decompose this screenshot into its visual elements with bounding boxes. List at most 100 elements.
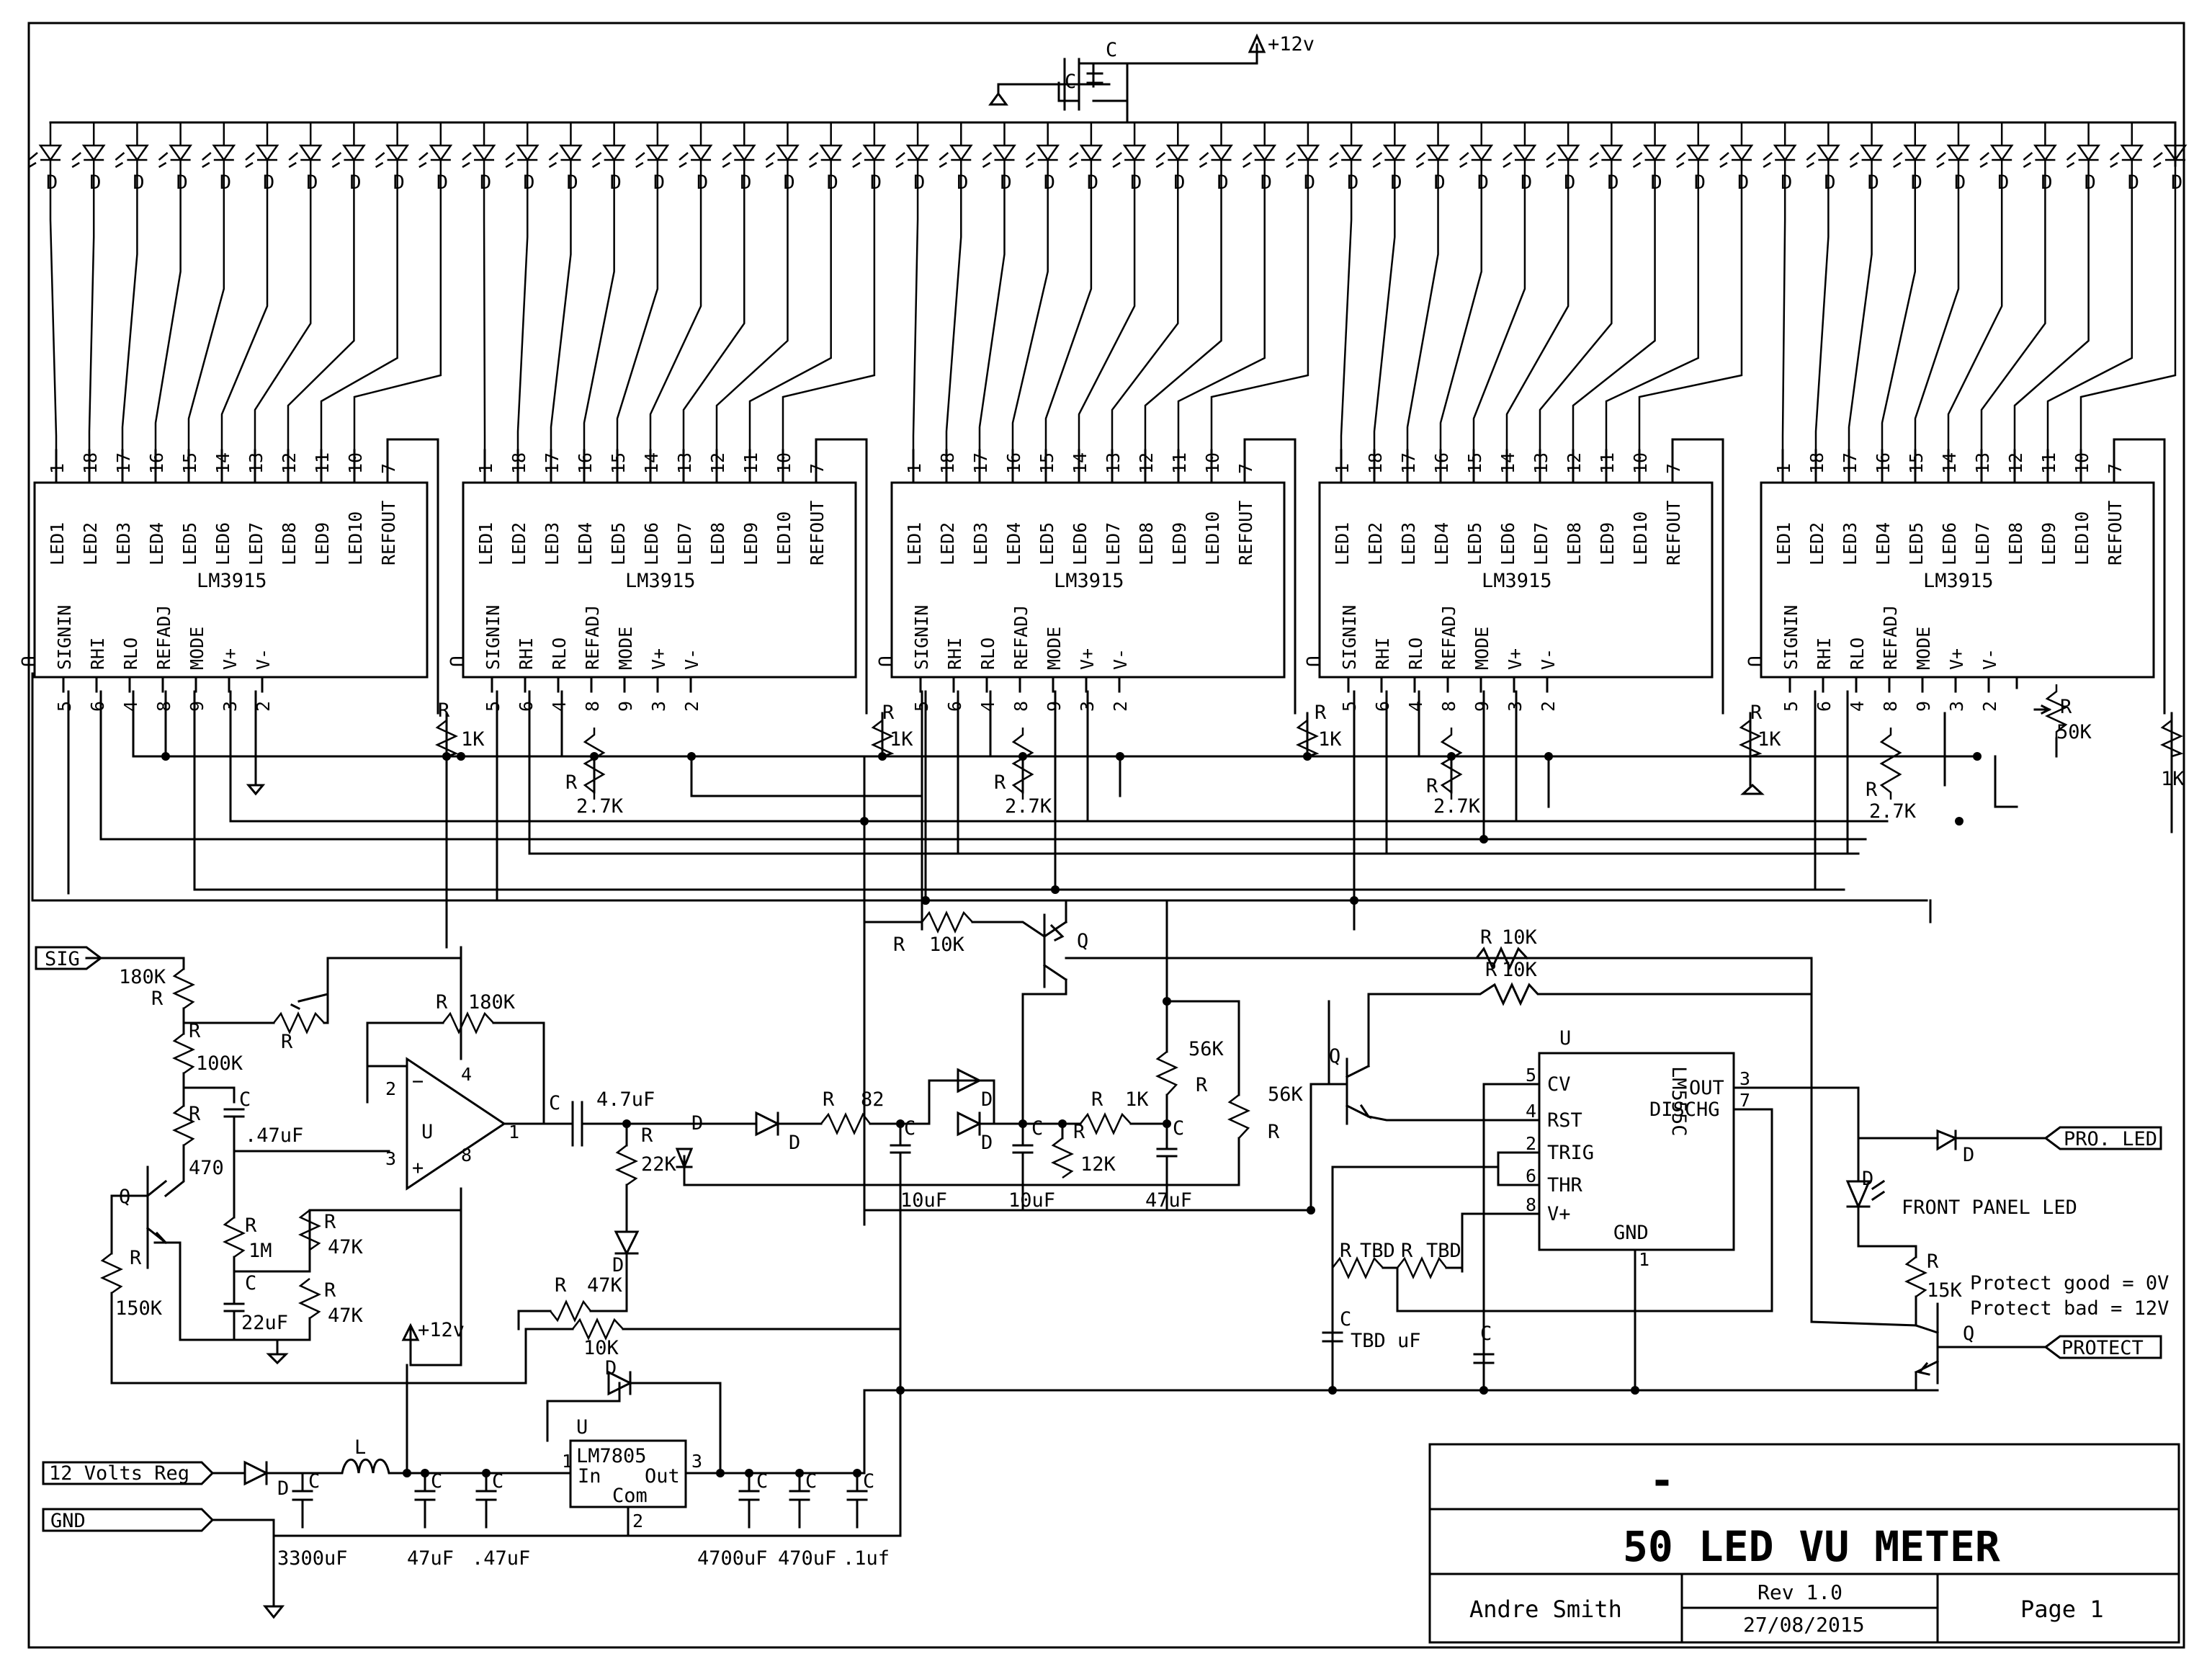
r1k-val: 1K [1125,1088,1149,1111]
lm3915-pin-num: 13 [1103,452,1124,474]
lm3915-pin-num: 10 [1630,452,1651,474]
lm3915-pin-name: LED10 [774,511,794,565]
lm3915-pin-num: 10 [774,452,794,474]
lm3915-pin-num: 9 [1472,701,1492,712]
c3300-val: 3300uF [277,1547,348,1570]
lm3915-pin-name: LED10 [1202,511,1223,565]
lm3915-pin-num: 11 [740,452,761,474]
r22k-des: R [641,1124,653,1147]
c01-val: .1uf [843,1547,890,1570]
led-des-25: D [1087,171,1098,194]
led-des-19: D [827,171,838,194]
lm3915-pin-num: 2 [253,701,274,712]
lm3915-pin-num: 12 [2005,452,2026,474]
r180k-des: R [151,988,164,1010]
led-33: D [1415,122,1450,194]
lm3915-pin-name: LED6 [1497,522,1518,565]
r47k-c-val: 47K [587,1274,623,1297]
lm3915-pin-num: 15 [1464,452,1485,474]
lm3915-pin-name: LED3 [970,522,991,565]
led-16: D [679,122,713,194]
lm3915-pin-name: LED4 [1431,522,1452,565]
lm3915-pin-name: SIGNIN [483,605,503,670]
lm3915-pin-name: RHI [87,638,108,670]
lm3915-pin-name: LED9 [740,522,761,565]
led-des-43: D [1868,171,1879,194]
r56k-des: R [1196,1074,1208,1096]
title-block: - 50 LED VU METER Andre Smith Rev 1.0 27… [1428,1443,2180,1644]
pot-50k: R 50K [2015,676,2092,758]
r22k-val: 22K [641,1153,677,1176]
led-des-50: D [2171,171,2182,194]
led-26: D [1112,122,1147,194]
led-des-42: D [1824,171,1835,194]
lm3915-pin-name: LED4 [1003,522,1024,565]
timer-pin-name: OUT [1689,1077,1724,1099]
led-des-23: D [1000,171,1011,194]
top-decoupling: C C +12v [988,33,1315,124]
led-des-34: D [1477,171,1489,194]
timer-pin-name: CV [1547,1073,1571,1096]
lm3915-pin-name: LED8 [1136,522,1157,565]
q-upper-des: Q [1077,930,1088,952]
lm3915-pin-num: 6 [87,701,108,712]
lm3915-pin-num: 5 [54,701,75,712]
lm3915-pin-num: 16 [1003,452,1024,474]
r150k-val: 150K [115,1297,163,1320]
lm3915-pin-name: LED1 [1332,522,1353,565]
c01-des: C [863,1470,874,1493]
led-des-41: D [1781,171,1792,194]
lm3915-pin-name: LED9 [2038,522,2059,565]
lm3915-pin-num: 14 [1070,452,1091,474]
lm3915-pin-name: SIGNIN [911,605,932,670]
lm3915-pin-name: V+ [1077,648,1098,670]
led-des-36: D [1564,171,1575,194]
doc-number: - [1649,1456,1675,1505]
lm3915-pin-name: LED5 [608,522,629,565]
led-des-39: D [1694,171,1706,194]
refout-resistors: R 1K R 1K R 1K R 1K 1K [435,699,2185,790]
lm3915-name: LM3915 [1923,570,1994,592]
pot-des: R [2060,696,2072,718]
opamp-pin8: 8 [461,1145,472,1166]
timer-pin-name: RST [1547,1109,1582,1132]
lm3915-pin-name: LED3 [1840,522,1861,565]
c47u-des: C [549,1092,560,1114]
c4700-val: 4700uF [697,1547,768,1570]
lm3915-pin-name: RHI [944,638,965,670]
rtbd1-des: R [1340,1240,1352,1262]
lm3915-pin-num: 7 [1663,463,1684,474]
lm3915-pin-name: SIGNIN [54,605,75,670]
lm3915-pin-num: 11 [312,452,333,474]
led-des-1: D [46,171,58,194]
lm3915-pin-name: REFOUT [378,501,399,565]
lm3915-pin-name: LED9 [1597,522,1618,565]
led-23: D [982,122,1016,194]
port-supply: 12 Volts Reg [49,1462,189,1485]
lm3915-pin-name: REFOUT [1663,501,1684,565]
lm3915-pin-num: 9 [187,701,207,712]
lm3915-pin-name: RLO [120,638,141,670]
lm3915-pin-name: V+ [648,648,669,670]
timer-pin-num: 7 [1739,1090,1750,1111]
lm3915-pin-num: 16 [146,452,167,474]
led-des-28: D [1217,171,1229,194]
led-des-44: D [1911,171,1922,194]
lm3915-pin-num: 9 [615,701,636,712]
lm3915-2: LM3915U1LED118LED217LED316LED415LED514LE… [445,160,876,715]
led-des-3: D [133,171,144,194]
timer-gnd-num: 1 [1639,1249,1649,1270]
lm3915-pin-num: 14 [641,452,662,474]
qprot-des: Q [1963,1323,1974,1345]
lm3915-pin-name: REFOUT [807,501,828,565]
rail-lbl-2: +12v [418,1319,465,1341]
led-des-35: D [1521,171,1532,194]
lm3915-body [890,481,1286,679]
led-des-18: D [783,171,794,194]
led-21: D [895,122,930,194]
led-des-27: D [1173,171,1185,194]
lm3915-3: LM3915U1LED118LED217LED316LED415LED514LE… [874,160,1309,715]
lm3915-pin-num: 11 [2038,452,2059,474]
lm3915-pin-num: 13 [246,452,267,474]
refout-r1-des: R [438,699,450,722]
